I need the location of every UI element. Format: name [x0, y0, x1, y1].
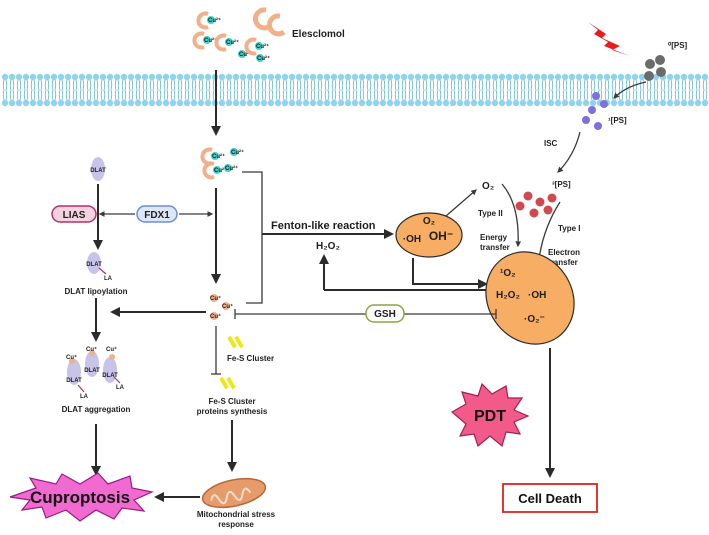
svg-text:Cu⁺: Cu⁺ — [66, 354, 77, 361]
cuproptosis-label: Cuproptosis — [30, 488, 130, 507]
fes-cluster-icon — [227, 335, 244, 349]
svg-text:Cu⁺: Cu⁺ — [210, 295, 221, 302]
svg-text:Cu²⁺: Cu²⁺ — [208, 17, 221, 24]
fenton-ohm: OH⁻ — [429, 229, 453, 243]
svg-text:Cu⁺: Cu⁺ — [222, 303, 233, 310]
fes-cluster-label: Fe-S Cluster — [227, 354, 274, 363]
cuproptosis-burst — [9, 472, 154, 522]
dlat-protein-icon — [91, 157, 105, 181]
h2o2-label: H₂O₂ — [316, 241, 340, 252]
svg-text:Cu²⁺: Cu²⁺ — [225, 165, 238, 172]
ps1-label: ¹[PS] — [608, 116, 627, 125]
ps-singlet-icon — [582, 92, 608, 130]
elesclomol-label: Elesclomol — [292, 29, 345, 40]
dlat-label: DLAT — [90, 168, 106, 174]
bracket-to-fenton — [242, 171, 263, 304]
electron-transfer-label-2: transfer — [548, 258, 578, 267]
svg-text:Cu²⁺: Cu²⁺ — [214, 167, 227, 174]
ros-1o2: ¹O₂ — [500, 268, 516, 279]
svg-text:LA: LA — [80, 394, 89, 400]
arrow-fenton-to-ros — [412, 258, 488, 289]
dlat-lipoylated-icon — [87, 252, 101, 274]
svg-text:Cu²⁺: Cu²⁺ — [257, 55, 270, 62]
fes-synthesis-label-2: proteins synthesis — [197, 407, 268, 416]
arrow-isc — [557, 131, 581, 173]
fenton-o2: O₂ — [423, 216, 435, 227]
gsh-label: GSH — [374, 309, 396, 320]
arrow-excitation — [613, 81, 647, 99]
fenton-label: Fenton-like reaction — [271, 220, 376, 232]
arrow-type2 — [501, 183, 522, 248]
fes-cluster-icon-2 — [219, 376, 236, 390]
svg-text:Cu⁺: Cu⁺ — [210, 313, 221, 320]
ps-ground-state-icon — [644, 55, 666, 81]
svg-text:DLAT: DLAT — [66, 378, 82, 384]
mito-label-2: response — [218, 520, 254, 529]
pdt-burst — [450, 382, 530, 448]
dlat-aggregation-label: DLAT aggregation — [62, 405, 131, 414]
dlat-label-2: DLAT — [86, 262, 102, 268]
svg-text:Cu²⁺: Cu²⁺ — [231, 149, 244, 156]
svg-text:DLAT: DLAT — [84, 368, 100, 374]
fenton-ellipse — [395, 212, 463, 258]
pdt-label: PDT — [474, 408, 506, 425]
fes-synthesis-label-1: Fe-S Cluster — [208, 397, 255, 406]
elesclomol-cu-complex-intracellular: Cu²⁺ Cu²⁺ Cu²⁺ Cu²⁺ — [200, 147, 244, 180]
type1-label: Type I — [558, 224, 581, 233]
svg-text:Cu²⁺: Cu²⁺ — [256, 43, 269, 50]
ros-h2o2: H₂O₂ — [496, 290, 520, 301]
cell-death-label: Cell Death — [518, 491, 582, 506]
ros-ellipse — [485, 251, 575, 345]
o2-label: O₂ — [482, 181, 494, 192]
energy-transfer-label-2: transfer — [480, 243, 510, 252]
svg-text:DLAT: DLAT — [102, 373, 118, 379]
isc-label: ISC — [544, 139, 558, 148]
svg-text:LA: LA — [116, 385, 125, 391]
mitochondrion-icon — [201, 477, 267, 509]
type2-label: Type II — [478, 209, 503, 218]
elesclomol-icon — [253, 7, 286, 37]
svg-text:Cu²⁺: Cu²⁺ — [226, 39, 239, 46]
lipoyl-arm-icon — [98, 267, 107, 275]
la-label: LA — [104, 276, 113, 282]
svg-text:Cu²⁺: Cu²⁺ — [239, 51, 252, 58]
ros-o2m: ·O₂⁻ — [524, 314, 545, 325]
mito-label-1: Mitochondrial stress — [197, 510, 276, 519]
ps0-label: ⁰[PS] — [668, 41, 688, 50]
gsh-box — [365, 304, 405, 323]
ps3-label: ³[PS] — [552, 180, 571, 189]
lias-box — [51, 205, 97, 223]
ps-triplet-icon — [515, 191, 557, 218]
fenton-oh: ·OH — [403, 234, 421, 245]
svg-text:Cu⁺: Cu⁺ — [106, 346, 117, 353]
electron-transfer-label-1: Electron — [548, 248, 580, 257]
cu-plus-ions: Cu⁺ Cu⁺ Cu⁺ — [210, 294, 233, 320]
lias-label: LIAS — [63, 210, 86, 221]
dlat-lipoylation-label: DLAT lipoylation — [65, 287, 128, 296]
svg-text:Cu⁺: Cu⁺ — [86, 346, 97, 353]
lightning-icon — [588, 22, 630, 56]
ros-oh: ·OH — [528, 290, 546, 301]
elesclomol-cu-complex-top: Cu²⁺ Cu²⁺ Cu²⁺ Cu²⁺ Cu²⁺ Cu²⁺ — [192, 11, 270, 62]
svg-text:Cu²⁺: Cu²⁺ — [204, 37, 217, 44]
energy-transfer-label-1: Energy — [480, 233, 508, 242]
dlat-aggregation-icon: Cu⁺ Cu⁺ Cu⁺ DLAT DLAT DLAT LA LA — [66, 346, 125, 400]
fdx1-label: FDX1 — [144, 210, 170, 221]
svg-text:Cu²⁺: Cu²⁺ — [212, 153, 225, 160]
cell-membrane — [1, 73, 709, 107]
cell-death-box — [502, 483, 598, 513]
fdx1-box — [136, 205, 178, 223]
arrow-fenton-o2 — [445, 189, 477, 217]
